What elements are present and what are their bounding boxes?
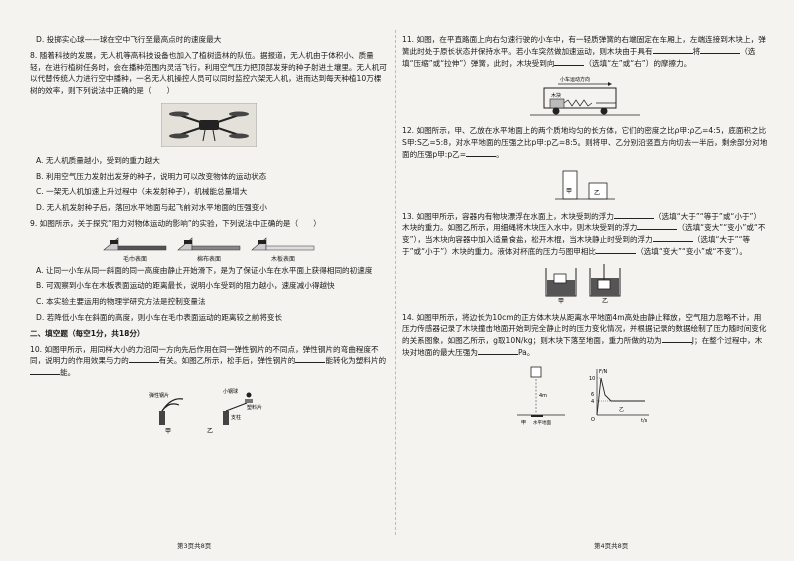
q13-text-b: （选填“大于”“等于”或“小于”）木块的重力。如图乙所示，用细绳将木块压入水中，… [402, 211, 762, 233]
q13-blank-2[interactable] [637, 222, 678, 231]
label-block-jia: 甲 [566, 188, 572, 195]
cart-figure: 小车运动方向 木块 [530, 76, 640, 116]
q14-blank-1[interactable] [661, 335, 692, 344]
q8-option-c: C. 一架无人机加速上升过程中（未发射种子），机械能总量增大 [36, 187, 248, 197]
floating-block-figure: 甲 乙 [545, 263, 621, 304]
label-block-yi: 乙 [594, 190, 600, 197]
q13-blank-3[interactable] [652, 234, 693, 243]
label-fig-jia-14: 甲 [521, 420, 526, 426]
caption-towel: 毛巾表面 [122, 256, 147, 264]
left-page: D. 投掷实心球——球在空中飞行至最高点时的速度最大 8. 随着科技的发展，无人… [30, 34, 388, 443]
label-height: 4m [539, 393, 547, 399]
incline-towel-diagram [103, 237, 167, 250]
q13-blank-1[interactable] [613, 211, 654, 219]
q10-text-c: 能转化为塑料片的 [325, 356, 387, 366]
caption-wood: 木板表面 [270, 256, 295, 264]
friction-panel-towel: 毛巾表面 [102, 234, 168, 265]
label-support: 支柱 [231, 414, 241, 421]
question-11: 11. 如图，在平直路面上向右匀速行驶的小车中，有一轻质弹簧的右端固定在车厢上，… [402, 34, 768, 69]
incline-wood-diagram [251, 237, 315, 250]
label-elastic-strip: 弹性钢片 [149, 392, 169, 399]
q7-option-d: D. 投掷实心球——球在空中飞行至最高点时的速度最大 [36, 35, 222, 44]
q11-text-d: （选填“左”或“右”）的摩擦力。 [584, 58, 692, 68]
q9-option-d: D. 若降低小车在斜面的高度，则小车在毛巾表面运动的距离较之前将变长 [36, 313, 283, 323]
label-tick-10: 10 [589, 376, 595, 382]
q10-blank-1[interactable] [128, 355, 159, 364]
q11-text-b: 将 [692, 46, 701, 56]
q10-text-a: 10. 如图甲所示，用同样大小的力沿同一方向先后作用在同一弹性钢片的不同点，弹性… [30, 344, 379, 366]
label-container-jia: 甲 [558, 298, 564, 304]
right-page: 11. 如图，在平直路面上向右匀速行驶的小车中，有一轻质弹簧的右端固定在车厢上，… [402, 34, 768, 435]
q13-text-a: 13. 如图甲所示，容器内有物块漂浮在水面上，木块受到的浮力 [402, 211, 614, 221]
friction-panel-wood: 木板表面 [250, 234, 316, 265]
question-13: 13. 如图甲所示，容器内有物块漂浮在水面上，木块受到的浮力（选填“大于”“等于… [402, 211, 768, 258]
label-container-yi: 乙 [602, 298, 608, 304]
q14-text-b: J；在整个过程中，木块对地面的最大压强为 [402, 336, 763, 357]
page-number-right: 第4页共8页 [594, 542, 629, 550]
q14-text-a: 14. 如图甲所示，将边长为10cm的正方体木块从距离水平地面4m高处由静止释放… [402, 312, 767, 346]
label-tick-6: 6 [591, 392, 594, 398]
q12-text-b: 。 [496, 149, 504, 159]
label-fig-yi: 乙 [207, 428, 213, 435]
q13-text-e: （选填“变大”“变小”或“不变”）。 [636, 246, 747, 256]
label-cart-direction: 小车运动方向 [560, 76, 590, 83]
q13-blank-4[interactable] [596, 246, 637, 254]
question-14: 14. 如图甲所示，将边长为10cm的正方体木块从距离水平地面4m高处由静止释放… [402, 312, 768, 359]
q12-text-a: 12. 如图所示，甲、乙放在水平地面上的两个质地均匀的长方体，它们的密度之比ρ甲… [402, 126, 768, 159]
question-10: 10. 如图甲所示，用同样大小的力沿同一方向先后作用在同一弹性钢片的不同点，弹性… [30, 344, 388, 379]
q8-option-d: D. 无人机发射种子后，落回水平地面与起飞前对水平地面的压强变小 [36, 203, 267, 213]
label-plastic-sheet: 塑料片 [247, 404, 262, 411]
question-8: 8. 随着科技的发展，无人机等高科技设备也加入了植树造林的队伍。据报道，无人机由… [30, 50, 387, 96]
q13-text-c: （选填“变大”“变小”或“不变”），当木块向容器中加入适量食盐，松开木棍，当木块… [402, 223, 766, 245]
q10-text-d: 能。 [60, 368, 76, 378]
falling-block-figure: 4m 甲 水平地面 F/N O 10 4 6 乙 t/s [517, 366, 649, 426]
q9-option-b: B. 可观察到小车在木板表面运动的距离最长，说明小车受到的阻力越小，速度减小得越… [36, 281, 335, 291]
q9-options: A. 让同一小车从同一斜面的同一高度由静止开始滑下，是为了保证小车在水平面上获得… [30, 265, 388, 324]
blocks-figure: 甲 乙 [555, 170, 615, 199]
q10-text-b: 有关。如图乙所示，松手后，弹性钢片的 [158, 356, 296, 366]
drone-figure [161, 102, 257, 147]
label-fig-yi-14: 乙 [619, 406, 624, 413]
q11-blank-2[interactable] [700, 46, 741, 54]
label-tick-4: 4 [591, 399, 594, 405]
label-block: 木块 [551, 92, 561, 99]
section-fill-in-heading: 二、填空题（每空1分，共18分） [30, 328, 145, 338]
page-divider [395, 30, 396, 535]
elastic-strip-figure: 小钢球 弹性钢片 塑料片 支柱 甲 乙 [149, 388, 262, 435]
q11-blank-3[interactable] [554, 58, 585, 66]
caption-cotton: 棉布表面 [196, 256, 221, 264]
q10-blank-2[interactable] [295, 355, 326, 364]
friction-figure: 毛巾表面 棉布表面 木板表面 [30, 234, 388, 265]
label-ground: 水平地面 [533, 419, 551, 426]
label-axis-f: F/N [599, 369, 608, 375]
question-9: 9. 如图所示，关于探究“阻力对物体运动的影响”的实验，下列说法中正确的是（ ） [30, 218, 321, 228]
label-origin: O [591, 417, 595, 423]
q10-blank-3[interactable] [30, 367, 60, 376]
page-number-left: 第3页共8页 [177, 542, 212, 550]
q11-text-c: （选填“压缩”或“拉伸”）弹簧，此时，木块受到向 [402, 46, 756, 68]
friction-panel-cotton: 棉布表面 [176, 234, 242, 265]
q11-text-a: 11. 如图，在平直路面上向右匀速行驶的小车中，有一轻质弹簧的右端固定在车厢上，… [402, 35, 766, 56]
label-axis-t: t/s [641, 418, 648, 424]
q8-option-b: B. 利用空气压力发射出发芽的种子，说明力可以改变物体的运动状态 [36, 171, 267, 181]
q14-text-c: Pa。 [517, 347, 535, 357]
q8-options: A. 无人机质量越小，受到的重力越大 B. 利用空气压力发射出发芽的种子，说明力… [30, 155, 388, 214]
q12-blank-1[interactable] [466, 149, 497, 157]
label-fig-jia: 甲 [165, 428, 171, 435]
q9-option-a: A. 让同一小车从同一斜面的同一高度由静止开始滑下，是为了保证小车在水平面上获得… [36, 265, 373, 275]
incline-cotton-diagram [177, 237, 241, 250]
q11-blank-1[interactable] [652, 46, 693, 54]
q14-blank-2[interactable] [477, 347, 518, 355]
q9-option-c: C. 本实验主要运用的物理学研究方法是控制变量法 [36, 297, 206, 307]
q13-text-d: （选填“大于”“等于”或“小于”）木块的重力。液体对杯底的压力与图甲相比 [402, 235, 751, 256]
q8-option-a: A. 无人机质量越小，受到的重力越大 [36, 155, 160, 165]
label-steel-ball: 小钢球 [223, 388, 238, 395]
question-12: 12. 如图所示，甲、乙放在水平地面上的两个质地均匀的长方体，它们的密度之比ρ甲… [402, 125, 768, 160]
